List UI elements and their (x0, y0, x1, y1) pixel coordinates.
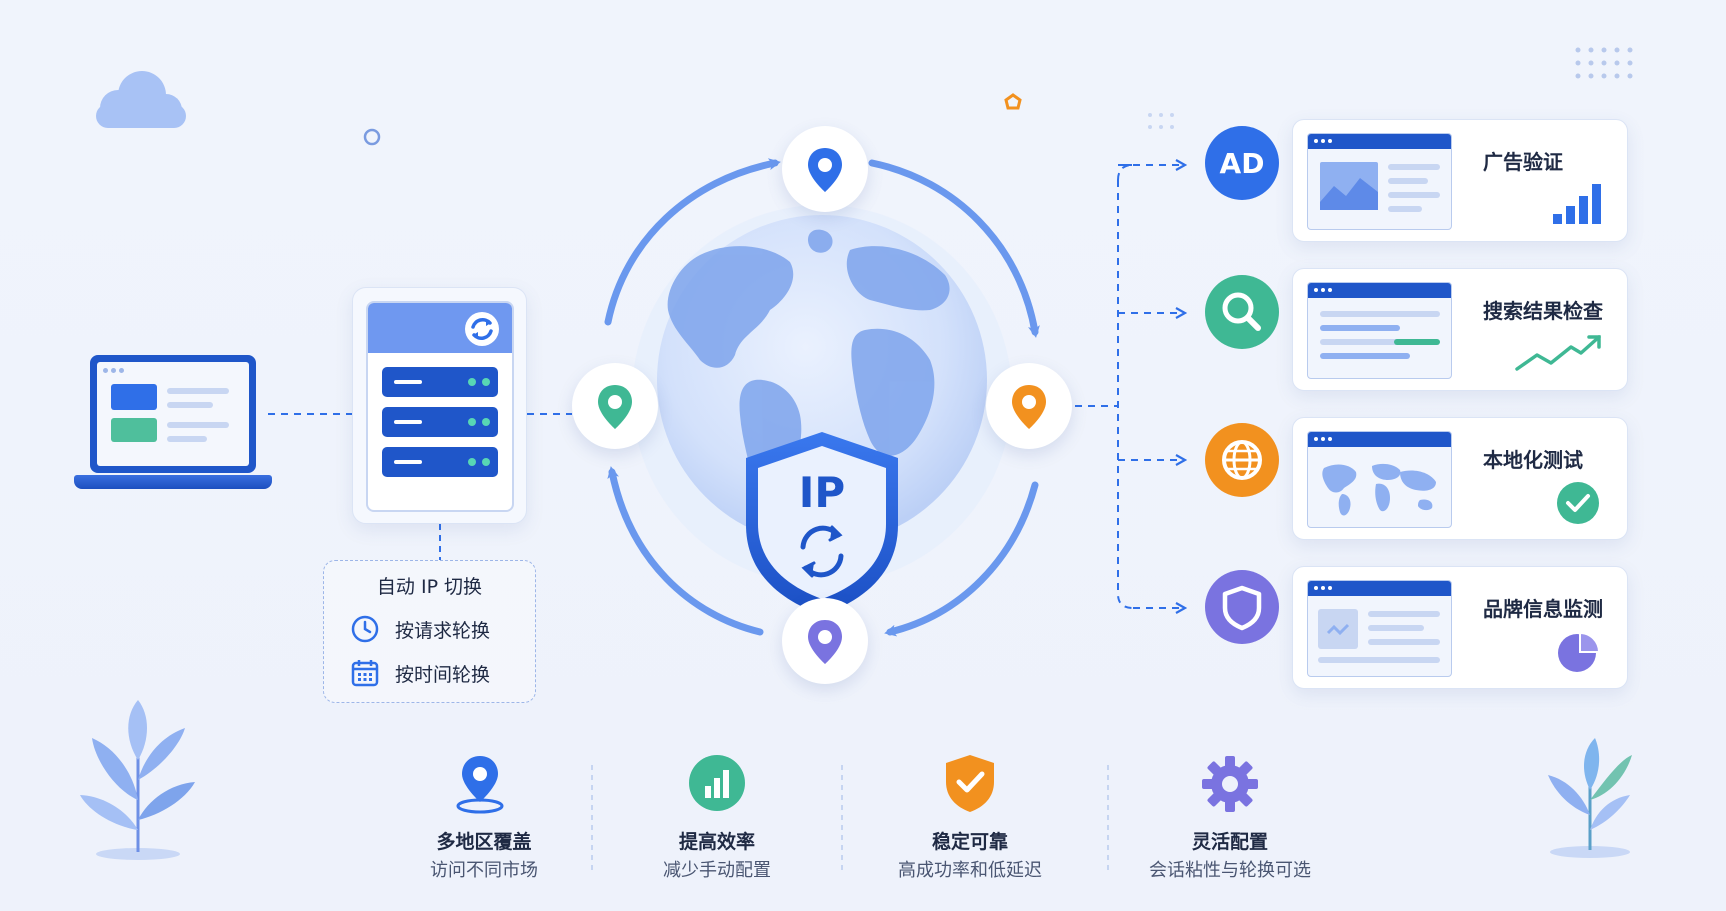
location-pin-icon (1012, 385, 1046, 429)
refresh-icon (800, 525, 844, 578)
location-node-left (572, 363, 658, 449)
brand-preview (1307, 580, 1452, 677)
laptop-screen (97, 362, 249, 466)
laptop (90, 355, 256, 473)
location-node-bottom (782, 598, 868, 684)
location-pin-icon (808, 620, 842, 664)
ip-shield (746, 432, 898, 615)
use-case-card-search-check: 搜索结果检查 (1292, 268, 1628, 391)
bar-chart-icon (689, 755, 745, 811)
use-case-card-ad-verification: 广告验证 (1292, 119, 1628, 242)
decor-ring (363, 128, 381, 146)
decor-pentagon (1004, 93, 1022, 110)
use-case-card-brand-monitoring: 品牌信息监测 (1292, 566, 1628, 689)
ip-label: IP (798, 468, 846, 517)
search-preview (1307, 282, 1452, 379)
feature-subtitle: 访问不同市场 (430, 860, 538, 881)
cloud-icon (96, 71, 186, 128)
dot-grid-small (1148, 113, 1174, 129)
proxy-server (366, 301, 514, 512)
arrow-bottom-left (607, 466, 764, 636)
arrow-top-right (868, 159, 1040, 338)
arrow-bottom-right (884, 481, 1039, 637)
connector-branch-trunk-vertical (1117, 164, 1134, 609)
server-unit (382, 407, 498, 437)
bar-chart-icon (1553, 184, 1601, 224)
shield-check-icon (946, 755, 994, 812)
ad-preview (1307, 133, 1452, 230)
feature-subtitle: 高成功率和低延迟 (898, 860, 1042, 881)
clock-icon (351, 615, 379, 643)
use-case-label: 本地化测试 (1483, 448, 1583, 472)
feature-title: 提高效率 (678, 831, 755, 853)
laptop-base (74, 475, 272, 489)
check-circle-icon (1557, 482, 1599, 524)
server-header (368, 303, 512, 353)
location-node-top (782, 126, 868, 212)
ad-icon-text: AD (1219, 146, 1265, 180)
feature-subtitle: 会话粘性与轮换可选 (1149, 860, 1311, 881)
arrow-top-left (604, 158, 781, 326)
rotation-option-per-request: 按请求轮换 (395, 620, 491, 642)
trend-line-icon (1515, 335, 1601, 371)
dot-grid-top-right (1575, 47, 1633, 79)
pie-chart-icon (1558, 631, 1601, 672)
search-icon (1205, 275, 1279, 349)
plant-left-icon (80, 700, 195, 860)
rotate-icon (465, 312, 499, 346)
server-unit (382, 447, 498, 477)
feature-title: 灵活配置 (1191, 831, 1268, 853)
location-pin-icon (456, 756, 504, 814)
ad-icon: AD (1205, 126, 1279, 200)
rotation-option-per-time: 按时间轮换 (395, 664, 491, 686)
location-pin-icon (598, 385, 632, 429)
globe-icon (1205, 423, 1279, 497)
plant-right-icon (1548, 738, 1632, 858)
feature-subtitle: 减少手动配置 (663, 860, 771, 881)
feature-title: 稳定可靠 (931, 831, 1008, 853)
location-pin-icon (808, 148, 842, 192)
map-preview (1307, 431, 1452, 528)
use-case-label: 搜索结果检查 (1483, 299, 1603, 323)
shield-icon (1205, 570, 1279, 644)
globe-continents (667, 229, 950, 507)
gear-icon (1202, 756, 1258, 812)
use-case-card-localization-test: 本地化测试 (1292, 417, 1628, 540)
feature-title: 多地区覆盖 (436, 831, 532, 853)
ip-rotation-title: 自动 IP 切换 (376, 576, 483, 598)
location-node-right (986, 363, 1072, 449)
calendar-icon (351, 660, 379, 687)
use-case-label: 品牌信息监测 (1483, 597, 1603, 621)
server-unit (382, 367, 498, 397)
use-case-label: 广告验证 (1483, 150, 1563, 174)
